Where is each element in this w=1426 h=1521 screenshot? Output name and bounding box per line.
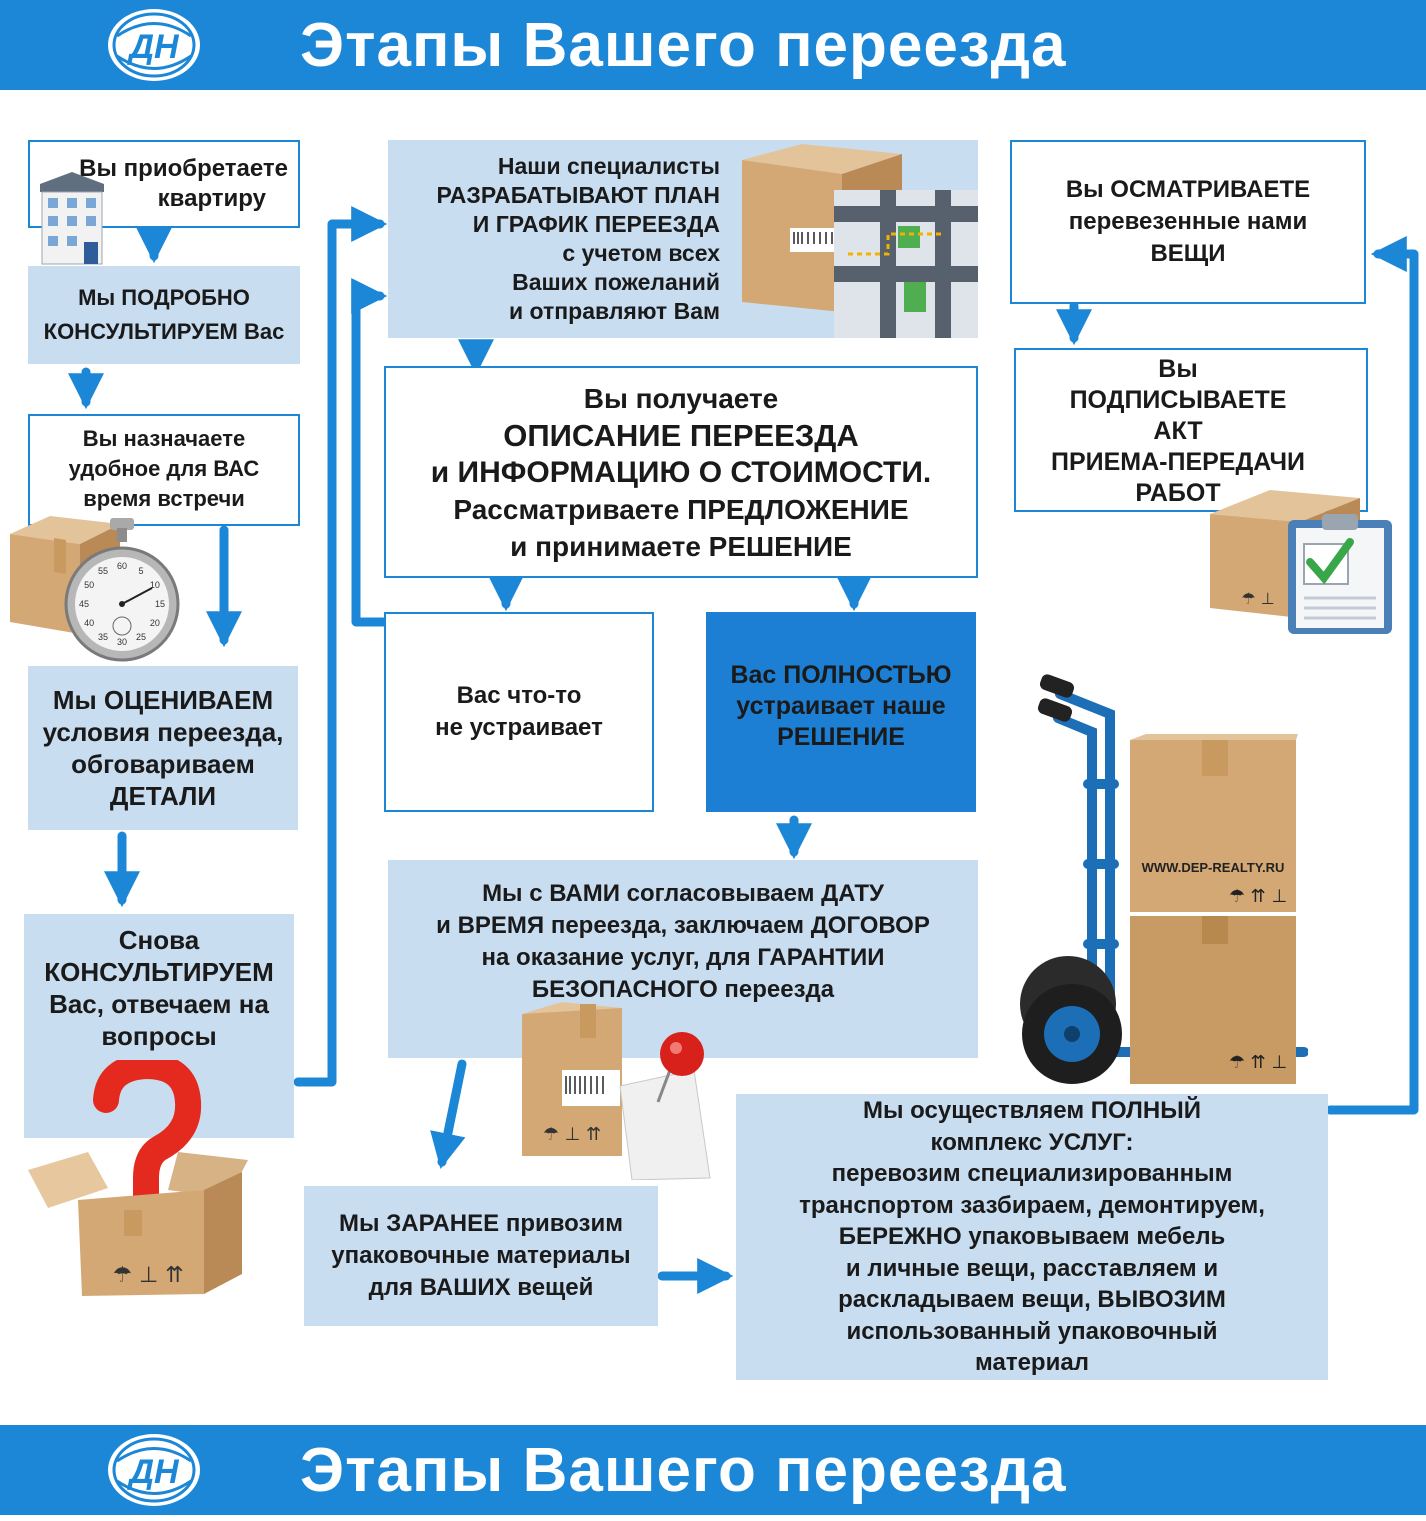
stopwatch-number: 40 bbox=[84, 618, 94, 628]
stopwatch-number: 15 bbox=[155, 599, 165, 609]
svg-text:☂ ⊥: ☂ ⊥ bbox=[1241, 589, 1274, 608]
svg-text:☂ ⇈ ⊥: ☂ ⇈ ⊥ bbox=[1229, 886, 1287, 907]
page-title: Этапы Вашего переезда bbox=[300, 11, 1067, 80]
question-mark-icon: ☂ ⊥ ⇈ bbox=[28, 1060, 248, 1296]
clipboard-check-icon bbox=[1288, 514, 1392, 634]
step-not-satisfied: Вас что-то не устраивает bbox=[384, 612, 654, 812]
map-icon bbox=[742, 144, 978, 338]
svg-text:ДН: ДН bbox=[126, 1453, 180, 1491]
step-packing-materials: Мы ЗАРАНЕЕ привозим упаковочные материал… bbox=[304, 1186, 658, 1326]
stopwatch-number: 55 bbox=[98, 566, 108, 576]
svg-text:WWW.DEP-REALTY.RU: WWW.DEP-REALTY.RU bbox=[1142, 860, 1285, 875]
step-receive-offer: Вы получаете ОПИСАНИЕ ПЕРЕЕЗДА и ИНФОРМА… bbox=[384, 366, 978, 578]
stopwatch-icon: 60 5 10 15 20 25 30 35 40 45 50 55 bbox=[64, 518, 180, 662]
step-fully-satisfied: Вас ПОЛНОСТЬЮ устраивает наше РЕШЕНИЕ bbox=[706, 612, 976, 812]
arrow-icon bbox=[430, 1059, 467, 1170]
step-sign-act: Вы ПОДПИСЫВАЕТЕ АКТ ПРИЕМА-ПЕРЕДАЧИ РАБО… bbox=[1014, 348, 1368, 512]
stopwatch-number: 35 bbox=[98, 632, 108, 642]
company-logo-icon: ДН bbox=[108, 9, 200, 81]
header-banner: ДН Этапы Вашего переезда bbox=[0, 0, 1426, 90]
step-reconsult: Снова КОНСУЛЬТИРУЕМ Вас, отвечаем на воп… bbox=[24, 914, 294, 1138]
building-icon bbox=[40, 172, 104, 265]
step-inspect: Вы ОСМАТРИВАЕТЕ перевезенные нами ВЕЩИ bbox=[1010, 140, 1366, 304]
stopwatch-number: 20 bbox=[150, 618, 160, 628]
svg-text:☂ ⊥ ⇈: ☂ ⊥ ⇈ bbox=[543, 1124, 601, 1145]
stopwatch-number: 10 bbox=[150, 580, 160, 590]
hand-truck-icon: WWW.DEP-REALTY.RU ☂ ⇈ ⊥ ☂ ⇈ ⊥ bbox=[1020, 674, 1308, 1084]
footer-banner: ДН Этапы Вашего переезда bbox=[0, 1425, 1426, 1515]
svg-text:ДН: ДН bbox=[126, 28, 180, 66]
step-evaluate: Мы ОЦЕНИВАЕМ условия переезда, обговарив… bbox=[28, 666, 298, 830]
cardboard-box-icon: ☂ ⊥ ⇈ bbox=[522, 1002, 622, 1156]
arrow-icon bbox=[351, 278, 389, 627]
stopwatch-number: 30 bbox=[117, 637, 127, 647]
step-appoint-meeting: Вы назначаете удобное для ВАС время встр… bbox=[28, 414, 300, 526]
step-agree-contract: Мы с ВАМИ согласовываем ДАТУ и ВРЕМЯ пер… bbox=[388, 860, 978, 1058]
footer-title: Этапы Вашего переезда bbox=[300, 1436, 1067, 1505]
arrow-icon bbox=[293, 206, 388, 1087]
stopwatch-number: 50 bbox=[84, 580, 94, 590]
stopwatch-number: 5 bbox=[138, 566, 143, 576]
step-consult: Мы ПОДРОБНО КОНСУЛЬТИРУЕМ Вас bbox=[28, 266, 300, 364]
svg-text:☂ ⊥ ⇈: ☂ ⊥ ⇈ bbox=[112, 1263, 183, 1288]
svg-text:☂ ⇈ ⊥: ☂ ⇈ ⊥ bbox=[1229, 1052, 1287, 1073]
company-logo-icon: ДН bbox=[108, 1434, 200, 1506]
stopwatch-number: 45 bbox=[79, 599, 89, 609]
step-full-service: Мы осуществляем ПОЛНЫЙ комплекс УСЛУГ: п… bbox=[736, 1094, 1328, 1380]
stopwatch-number: 60 bbox=[117, 561, 127, 571]
arrow-icon bbox=[1325, 236, 1419, 1115]
stopwatch-number: 25 bbox=[136, 632, 146, 642]
pushpin-icon bbox=[619, 1032, 711, 1180]
